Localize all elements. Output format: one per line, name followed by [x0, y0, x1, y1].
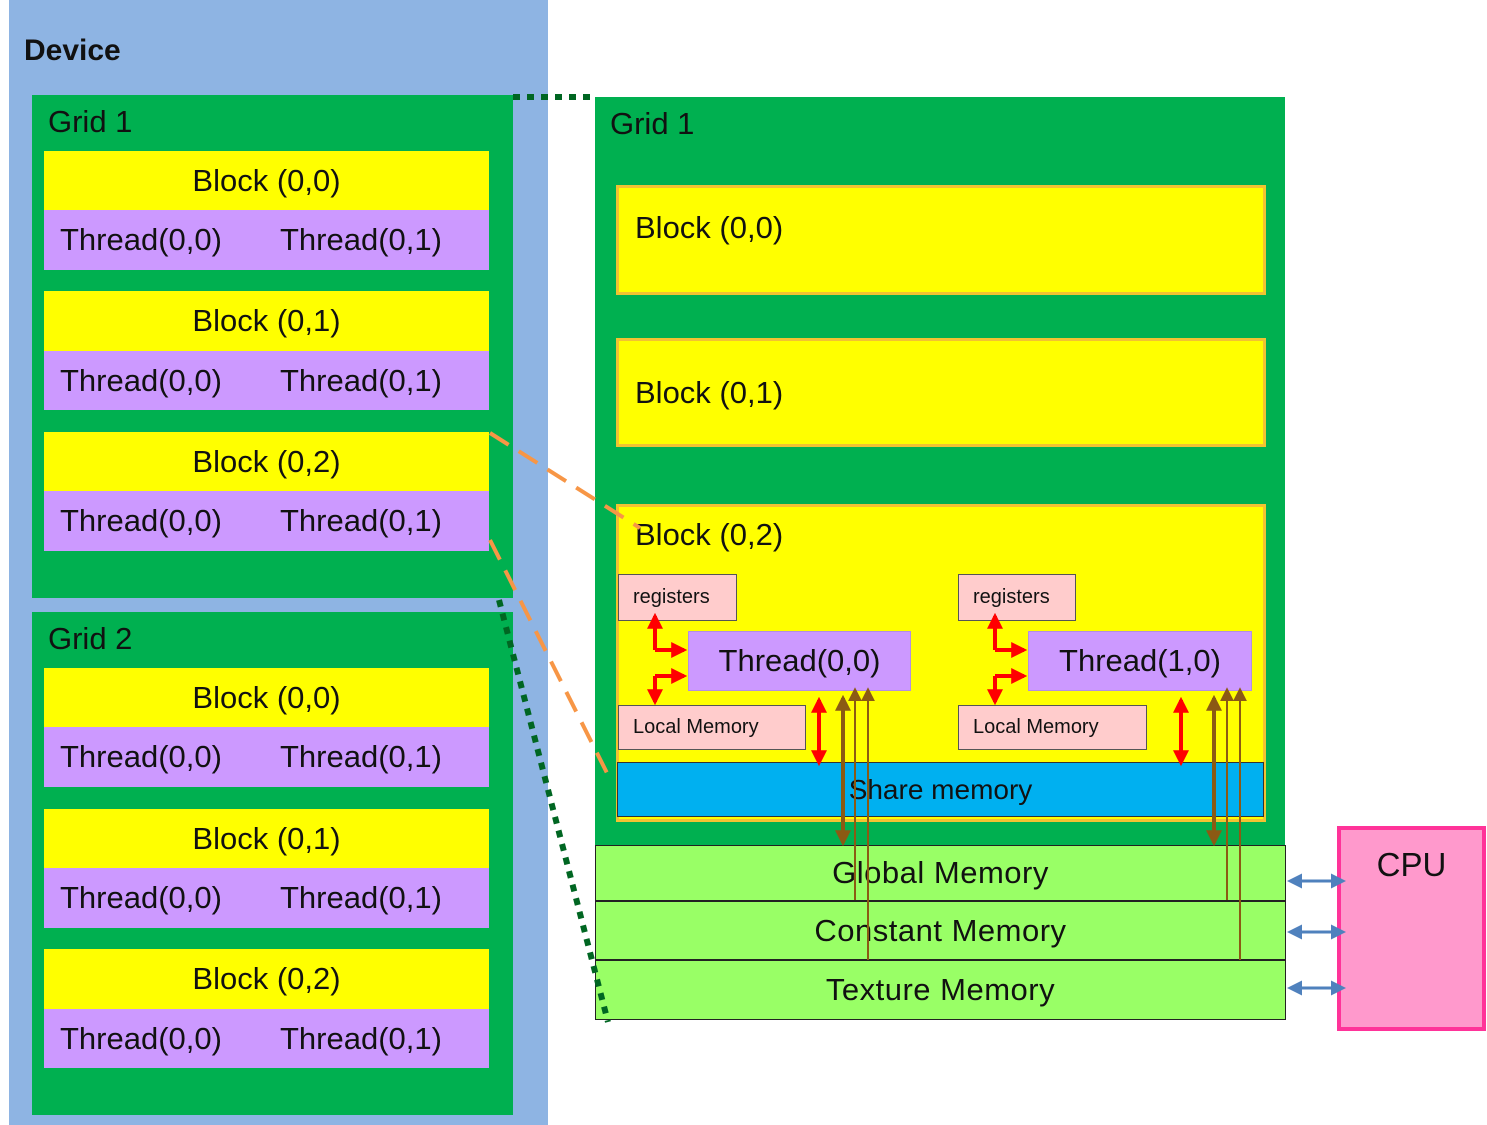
thread-label: Thread(0,1) — [280, 503, 442, 538]
detail-block-label: Block (0,1) — [635, 375, 784, 410]
left-grid-1-block-0-1: Block (0,1) — [44, 291, 489, 351]
texture-memory: Texture Memory — [595, 960, 1286, 1020]
share-memory: Share memory — [617, 762, 1264, 817]
left-grid-1-label: Grid 1 — [48, 104, 133, 139]
cpu-box: CPU — [1337, 826, 1486, 1031]
left-grid-1-block-0-0-threads: Thread(0,0) Thread(0,1) — [44, 210, 489, 270]
registers-box: registers — [958, 574, 1076, 621]
detail-block-0-1: Block (0,1) — [616, 338, 1266, 447]
detail-block-label: Block (0,0) — [635, 210, 784, 245]
thread-label: Thread(0,0) — [60, 739, 222, 774]
thread-label: Thread(0,0) — [60, 503, 222, 538]
left-grid-2-block-0-2-threads: Thread(0,0) Thread(0,1) — [44, 1009, 489, 1068]
left-grid-1-block-0-0: Block (0,0) — [44, 151, 489, 210]
local-memory-box: Local Memory — [618, 705, 806, 750]
constant-memory: Constant Memory — [595, 901, 1286, 960]
thread-label: Thread(0,0) — [60, 222, 222, 257]
thread-label: Thread(0,0) — [60, 880, 222, 915]
left-grid-1-block-0-1-threads: Thread(0,0) Thread(0,1) — [44, 351, 489, 410]
detail-block-0-0: Block (0,0) — [616, 185, 1266, 295]
left-grid-1-block-0-2: Block (0,2) — [44, 432, 489, 491]
registers-box: registers — [618, 574, 737, 621]
detail-grid-label: Grid 1 — [610, 106, 695, 141]
cpu-arrows — [1287, 873, 1346, 996]
thread-label: Thread(0,0) — [60, 362, 222, 398]
left-grid-2-block-0-0: Block (0,0) — [44, 668, 489, 727]
device-title: Device — [24, 34, 121, 67]
local-memory-box: Local Memory — [958, 705, 1147, 750]
left-grid-2-label: Grid 2 — [48, 621, 133, 656]
left-grid-2-block-0-0-threads: Thread(0,0) Thread(0,1) — [44, 727, 489, 787]
left-grid-2-block-0-2: Block (0,2) — [44, 949, 489, 1009]
left-grid-2-block-0-1: Block (0,1) — [44, 809, 489, 868]
global-memory: Global Memory — [595, 845, 1286, 901]
detail-block-label: Block (0,2) — [635, 517, 784, 552]
left-grid-2-block-0-1-threads: Thread(0,0) Thread(0,1) — [44, 868, 489, 928]
thread-label: Thread(0,1) — [280, 739, 442, 774]
thread-label: Thread(0,1) — [280, 880, 442, 915]
thread-label: Thread(0,1) — [280, 362, 442, 398]
thread-label: Thread(0,1) — [280, 222, 442, 257]
thread-label: Thread(0,0) — [60, 1020, 222, 1056]
thread-box: Thread(0,0) — [688, 631, 911, 691]
thread-label: Thread(0,1) — [280, 1020, 442, 1056]
thread-box: Thread(1,0) — [1028, 631, 1252, 691]
left-grid-1-block-0-2-threads: Thread(0,0) Thread(0,1) — [44, 491, 489, 551]
